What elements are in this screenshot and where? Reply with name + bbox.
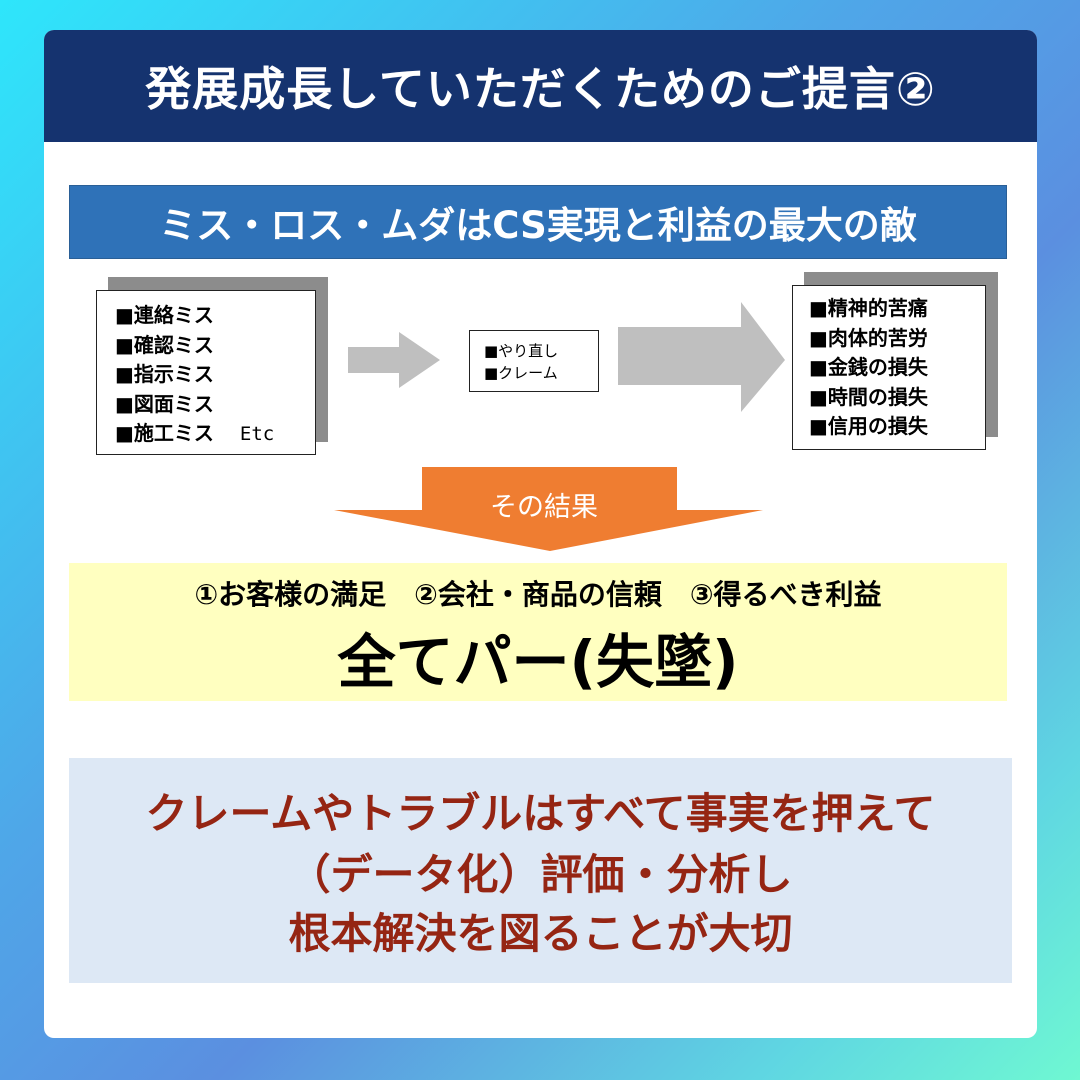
list-item: ■確認ミス bbox=[115, 332, 214, 357]
etc-label: Etc bbox=[239, 423, 275, 445]
message-line-1: クレームやトラブルはすべて事実を押えて bbox=[145, 789, 936, 838]
losses-list: ■精神的苦痛 ■肉体的苦労 ■金銭の損失 ■時間の損失 ■信用の損失 bbox=[792, 285, 986, 450]
consequence-headline: 全てパー(失墜) bbox=[337, 628, 739, 696]
list-item: ■指示ミス bbox=[115, 362, 214, 386]
list-item: ■肉体的苦労 bbox=[809, 325, 928, 350]
outcome-list: ■やり直し ■クレーム bbox=[469, 330, 599, 392]
list-item: ■連絡ミス bbox=[115, 303, 214, 327]
list-item: ■やり直し bbox=[484, 342, 559, 360]
list-item: ■時間の損失 bbox=[809, 384, 928, 409]
result-label: その結果 bbox=[490, 492, 598, 523]
list-item: ■信用の損失 bbox=[809, 414, 928, 438]
list-item: ■精神的苦痛 bbox=[809, 296, 928, 320]
causes-list: ■連絡ミス ■確認ミス ■指示ミス ■図面ミス ■施工ミス Etc bbox=[96, 290, 316, 455]
message-line-3: 根本解決を図ることが大切 bbox=[288, 909, 793, 958]
message-line-2: （データ化）評価・分析し bbox=[288, 850, 793, 899]
small-right-arrow-icon bbox=[348, 332, 440, 388]
list-item: ■図面ミス bbox=[115, 391, 214, 416]
list-item: ■金銭の損失 bbox=[809, 355, 928, 379]
list-item: ■クレーム bbox=[484, 364, 558, 382]
theme-banner: ミス・ロス・ムダはCS実現と利益の最大の敵 bbox=[69, 185, 1007, 259]
message-panel: クレームやトラブルはすべて事実を押えて （データ化）評価・分析し 根本解決を図る… bbox=[69, 758, 1012, 983]
consequence-items: ①お客様の満足 ②会社・商品の信頼 ③得るべき利益 bbox=[194, 578, 882, 611]
consequence-panel: ①お客様の満足 ②会社・商品の信頼 ③得るべき利益 全てパー(失墜) bbox=[69, 563, 1007, 701]
large-right-arrow-icon bbox=[618, 302, 785, 412]
page-title: 発展成長していただくためのご提言② bbox=[44, 30, 1037, 142]
list-item: ■施工ミス bbox=[115, 421, 214, 445]
slide-card: 発展成長していただくためのご提言② ミス・ロス・ムダはCS実現と利益の最大の敵 … bbox=[44, 30, 1037, 1038]
